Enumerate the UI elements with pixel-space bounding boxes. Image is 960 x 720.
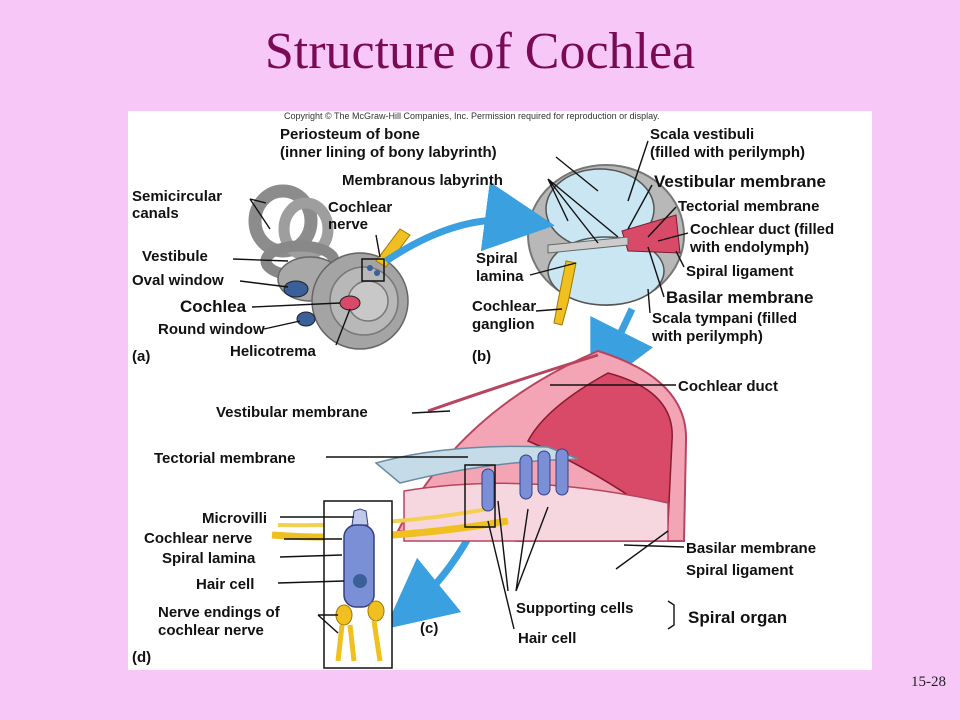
label-spiral-ligament-c: Spiral ligament [686, 562, 794, 579]
panel-letter-d: (d) [132, 649, 151, 666]
label-cochlear-nerve-a-2: nerve [328, 216, 368, 233]
label-round-window: Round window [158, 321, 265, 338]
label-cochlear-duct-b-2: with endolymph) [689, 239, 809, 256]
label-membranous-labyrinth: Membranous labyrinth [342, 172, 503, 189]
label-tectorial-membrane-c: Tectorial membrane [154, 450, 295, 467]
label-vestibule: Vestibule [142, 248, 208, 265]
label-cochlea: Cochlea [180, 297, 247, 316]
label-spiral-ligament-b: Spiral ligament [686, 263, 794, 280]
label-semicircular-canals: Semicircular [132, 188, 222, 205]
label-supporting-cells: Supporting cells [516, 600, 634, 617]
label-helicotrema: Helicotrema [230, 343, 317, 360]
label-cochlear-duct-c: Cochlear duct [678, 378, 778, 395]
arrow-a-to-b [384, 181, 555, 264]
label-vestibular-membrane-b: Vestibular membrane [654, 172, 826, 191]
hair-cell-drawing [323, 500, 393, 669]
panel-a-leaders [232, 198, 381, 346]
label-cochlear-ganglion: Cochlear [472, 298, 536, 315]
label-hair-cell-d: Hair cell [196, 576, 254, 593]
label-cochlear-ganglion-2: ganglion [472, 316, 535, 333]
label-cochlear-nerve-d: Cochlear nerve [144, 530, 252, 547]
panel-d-leaders [277, 516, 354, 634]
label-cochlear-duct-b: Cochlear duct (filled [690, 221, 834, 238]
label-periosteum: Periosteum of bone [280, 126, 420, 143]
label-semicircular-canals-2: canals [132, 205, 179, 222]
cochlea-illustration: Copyright © The McGraw-Hill Companies, I… [132, 111, 834, 669]
panel-c-leaders [326, 384, 685, 630]
panel-letter-b: (b) [472, 348, 491, 365]
label-oval-window: Oval window [132, 272, 224, 289]
label-cochlear-nerve-a: Cochlear [328, 199, 392, 216]
label-periosteum-2: (inner lining of bony labyrinth) [280, 144, 497, 161]
label-spiral-lamina-d: Spiral lamina [162, 550, 256, 567]
cochlea-figure: Copyright © The McGraw-Hill Companies, I… [128, 111, 872, 670]
spiral-organ-drawing [271, 349, 688, 542]
label-vestibular-membrane-c: Vestibular membrane [216, 404, 368, 421]
label-nerve-endings-2: cochlear nerve [158, 622, 264, 639]
label-spiral-organ: Spiral organ [688, 608, 787, 627]
label-nerve-endings: Nerve endings of [158, 604, 281, 621]
label-scala-tympani-2: with perilymph) [651, 328, 763, 345]
label-scala-vestibuli-2: (filled with perilymph) [650, 144, 805, 161]
label-hair-cell-c: Hair cell [518, 630, 576, 647]
cochlea-cross-section [527, 164, 685, 326]
panel-letter-c: (c) [420, 620, 438, 637]
label-basilar-membrane-c: Basilar membrane [686, 540, 816, 557]
arrow-c-to-d [384, 533, 474, 630]
copyright-note: Copyright © The McGraw-Hill Companies, I… [284, 111, 659, 121]
label-spiral-lamina-b-2: lamina [476, 268, 524, 285]
label-scala-vestibuli: Scala vestibuli [650, 126, 754, 143]
label-spiral-lamina-b: Spiral [476, 250, 518, 267]
slide-number: 15-28 [911, 674, 946, 690]
slide-title: Structure of Cochlea [264, 23, 696, 80]
label-tectorial-membrane-b: Tectorial membrane [678, 198, 819, 215]
label-basilar-membrane-b: Basilar membrane [666, 288, 813, 307]
panel-letter-a: (a) [132, 348, 150, 365]
label-microvilli: Microvilli [202, 510, 267, 527]
label-scala-tympani: Scala tympani (filled [652, 310, 797, 327]
